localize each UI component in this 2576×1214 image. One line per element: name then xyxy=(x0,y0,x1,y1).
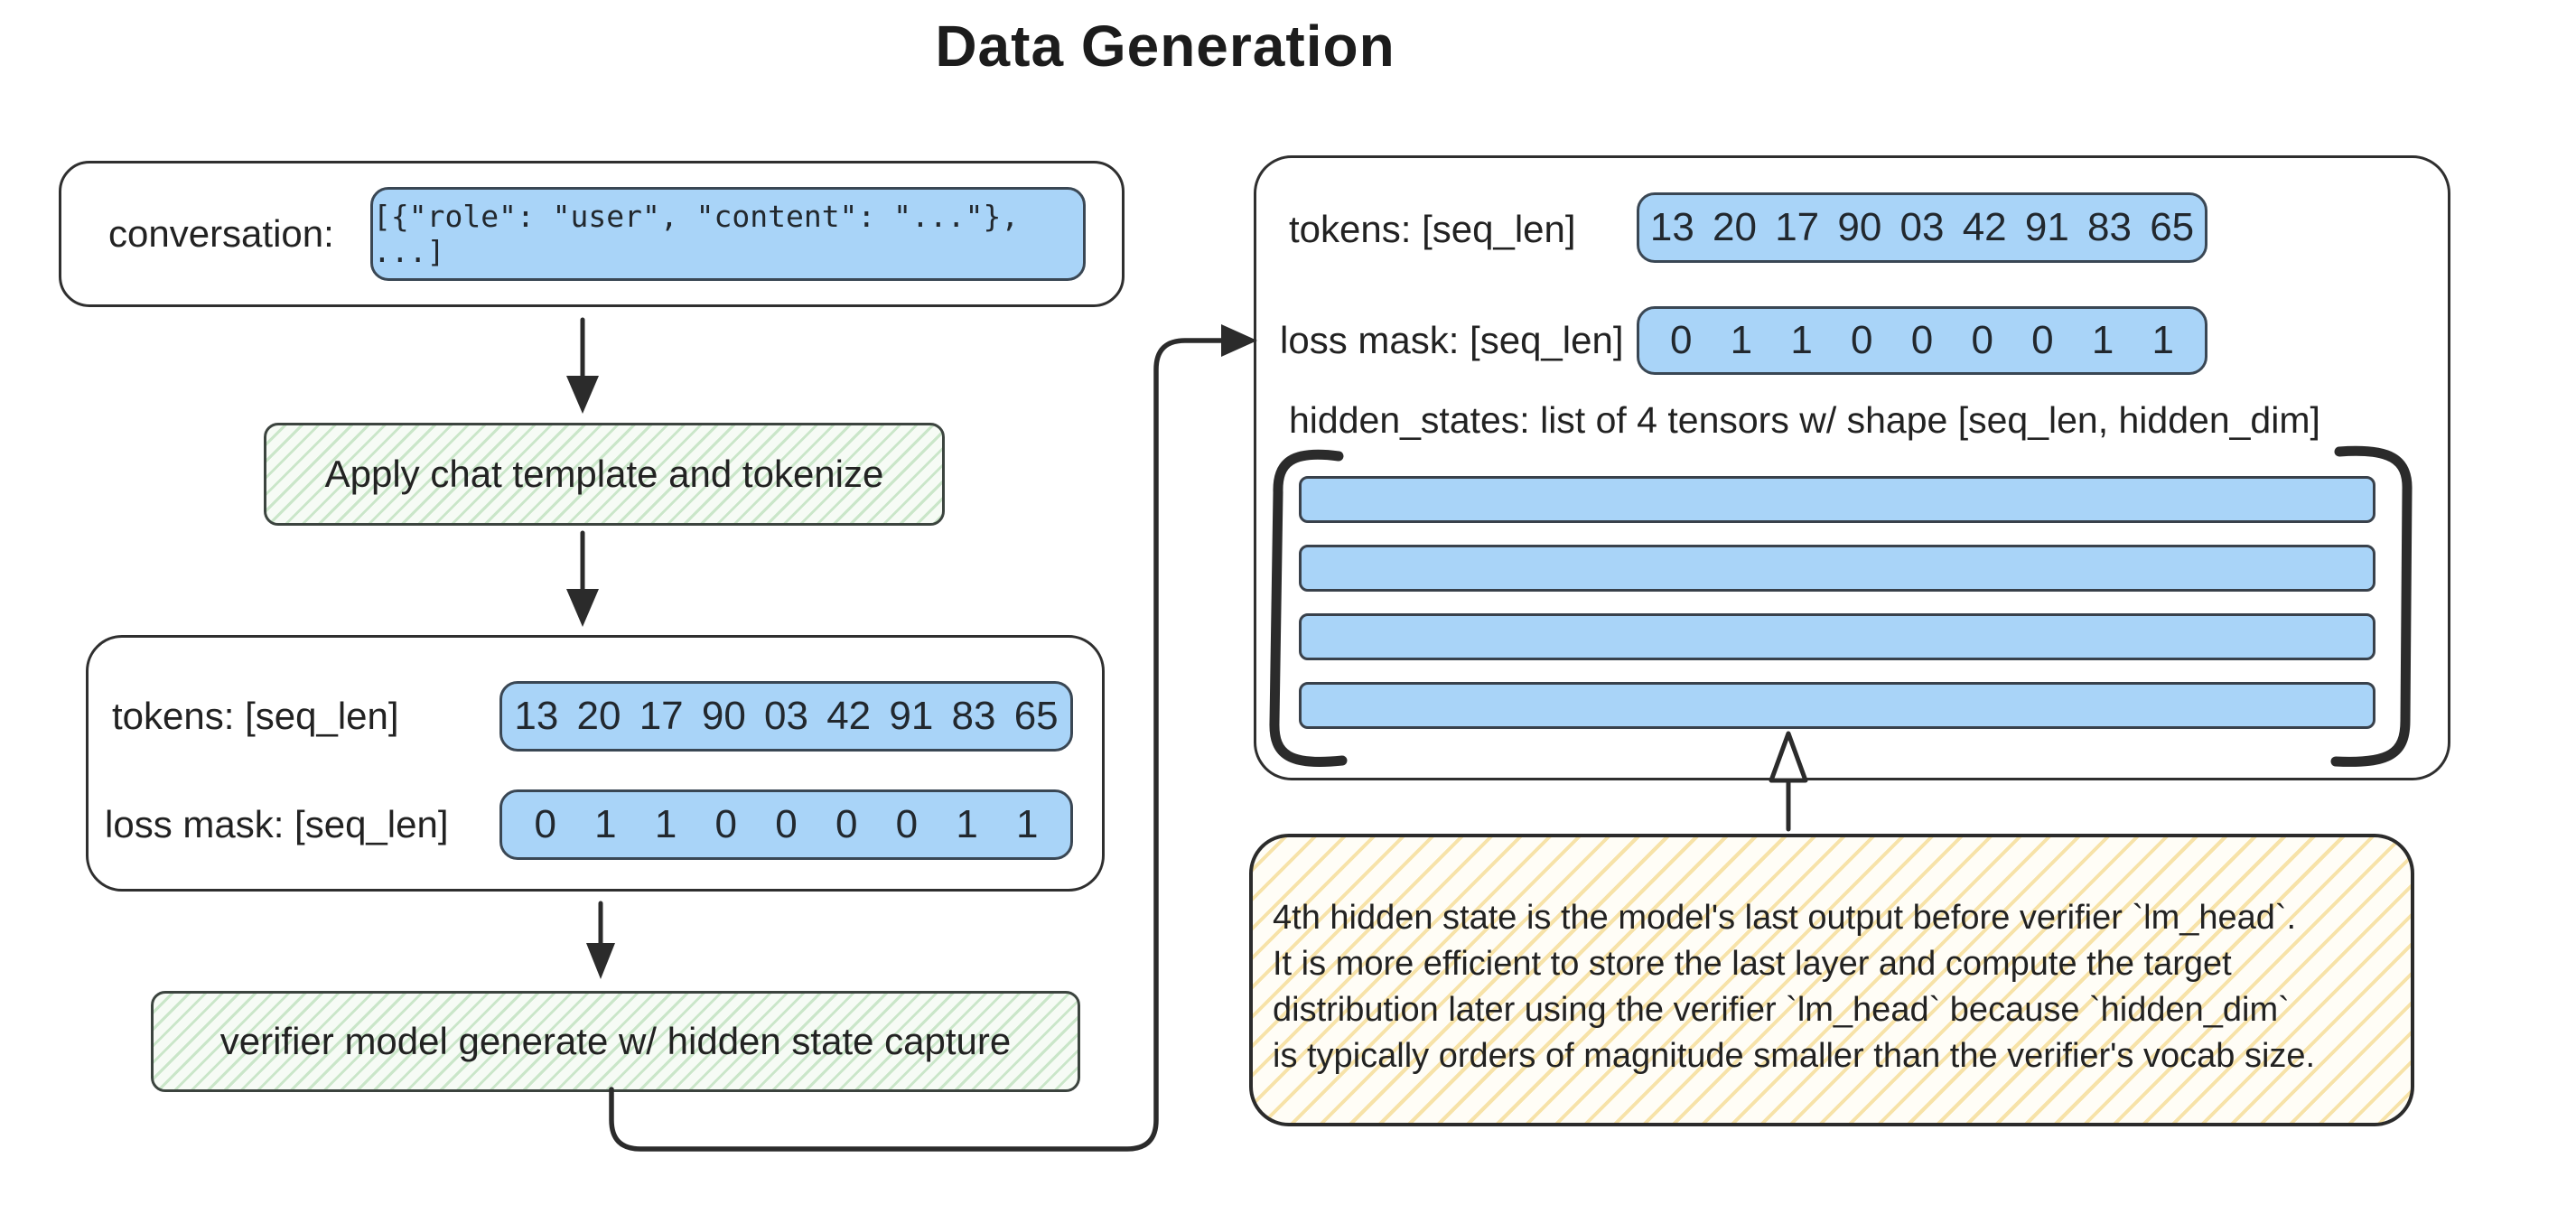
loss-mask-values-pill-left: 0 1 1 0 0 0 0 1 1 xyxy=(499,789,1073,860)
tokens-label-left: tokens: [seq_len] xyxy=(112,695,399,737)
note-line-1: 4th hidden state is the model's last out… xyxy=(1273,899,2297,937)
arrow-tokens-to-step2 xyxy=(586,901,615,979)
loss-mask-label-left: loss mask: [seq_len] xyxy=(105,803,449,845)
step-apply-chat-template: Apply chat template and tokenize xyxy=(264,423,945,526)
note-line-4: is typically orders of magnitude smaller… xyxy=(1273,1037,2316,1075)
tensor-bar-3 xyxy=(1299,613,2375,660)
output-box: tokens: [seq_len] 13 20 17 90 03 42 91 8… xyxy=(1254,155,2450,780)
note-line-3: distribution later using the verifier `l… xyxy=(1273,991,2290,1029)
tensor-bar-2 xyxy=(1299,545,2375,592)
hidden-states-label: hidden_states: list of 4 tensors w/ shap… xyxy=(1289,398,2320,441)
tokens-label-right: tokens: [seq_len] xyxy=(1289,208,1576,250)
arrow-conversation-to-step1 xyxy=(566,317,599,414)
step-verifier-generate: verifier model generate w/ hidden state … xyxy=(151,991,1080,1092)
loss-mask-values-pill-right: 0 1 1 0 0 0 0 1 1 xyxy=(1637,306,2207,375)
tensor-bar-1 xyxy=(1299,476,2375,523)
conversation-code-pill: [{"role": "user", "content": "..."}, ...… xyxy=(370,187,1086,281)
conversation-box: conversation: [{"role": "user", "content… xyxy=(59,161,1125,307)
tokens-values-pill-left: 13 20 17 90 03 42 91 83 65 xyxy=(499,681,1073,752)
tensor-bar-4 xyxy=(1299,682,2375,729)
loss-mask-label-right: loss mask: [seq_len] xyxy=(1280,319,1624,361)
conversation-label: conversation: xyxy=(108,212,334,255)
note-box: 4th hidden state is the model's last out… xyxy=(1249,834,2414,1126)
tokens-values-pill-right: 13 20 17 90 03 42 91 83 65 xyxy=(1637,192,2207,263)
arrow-step1-to-tokens xyxy=(566,530,599,627)
page-title: Data Generation xyxy=(935,14,1395,79)
tokens-lossmask-box-left: tokens: [seq_len] 13 20 17 90 03 42 91 8… xyxy=(86,635,1105,892)
note-line-2: It is more efficient to store the last l… xyxy=(1273,945,2232,983)
